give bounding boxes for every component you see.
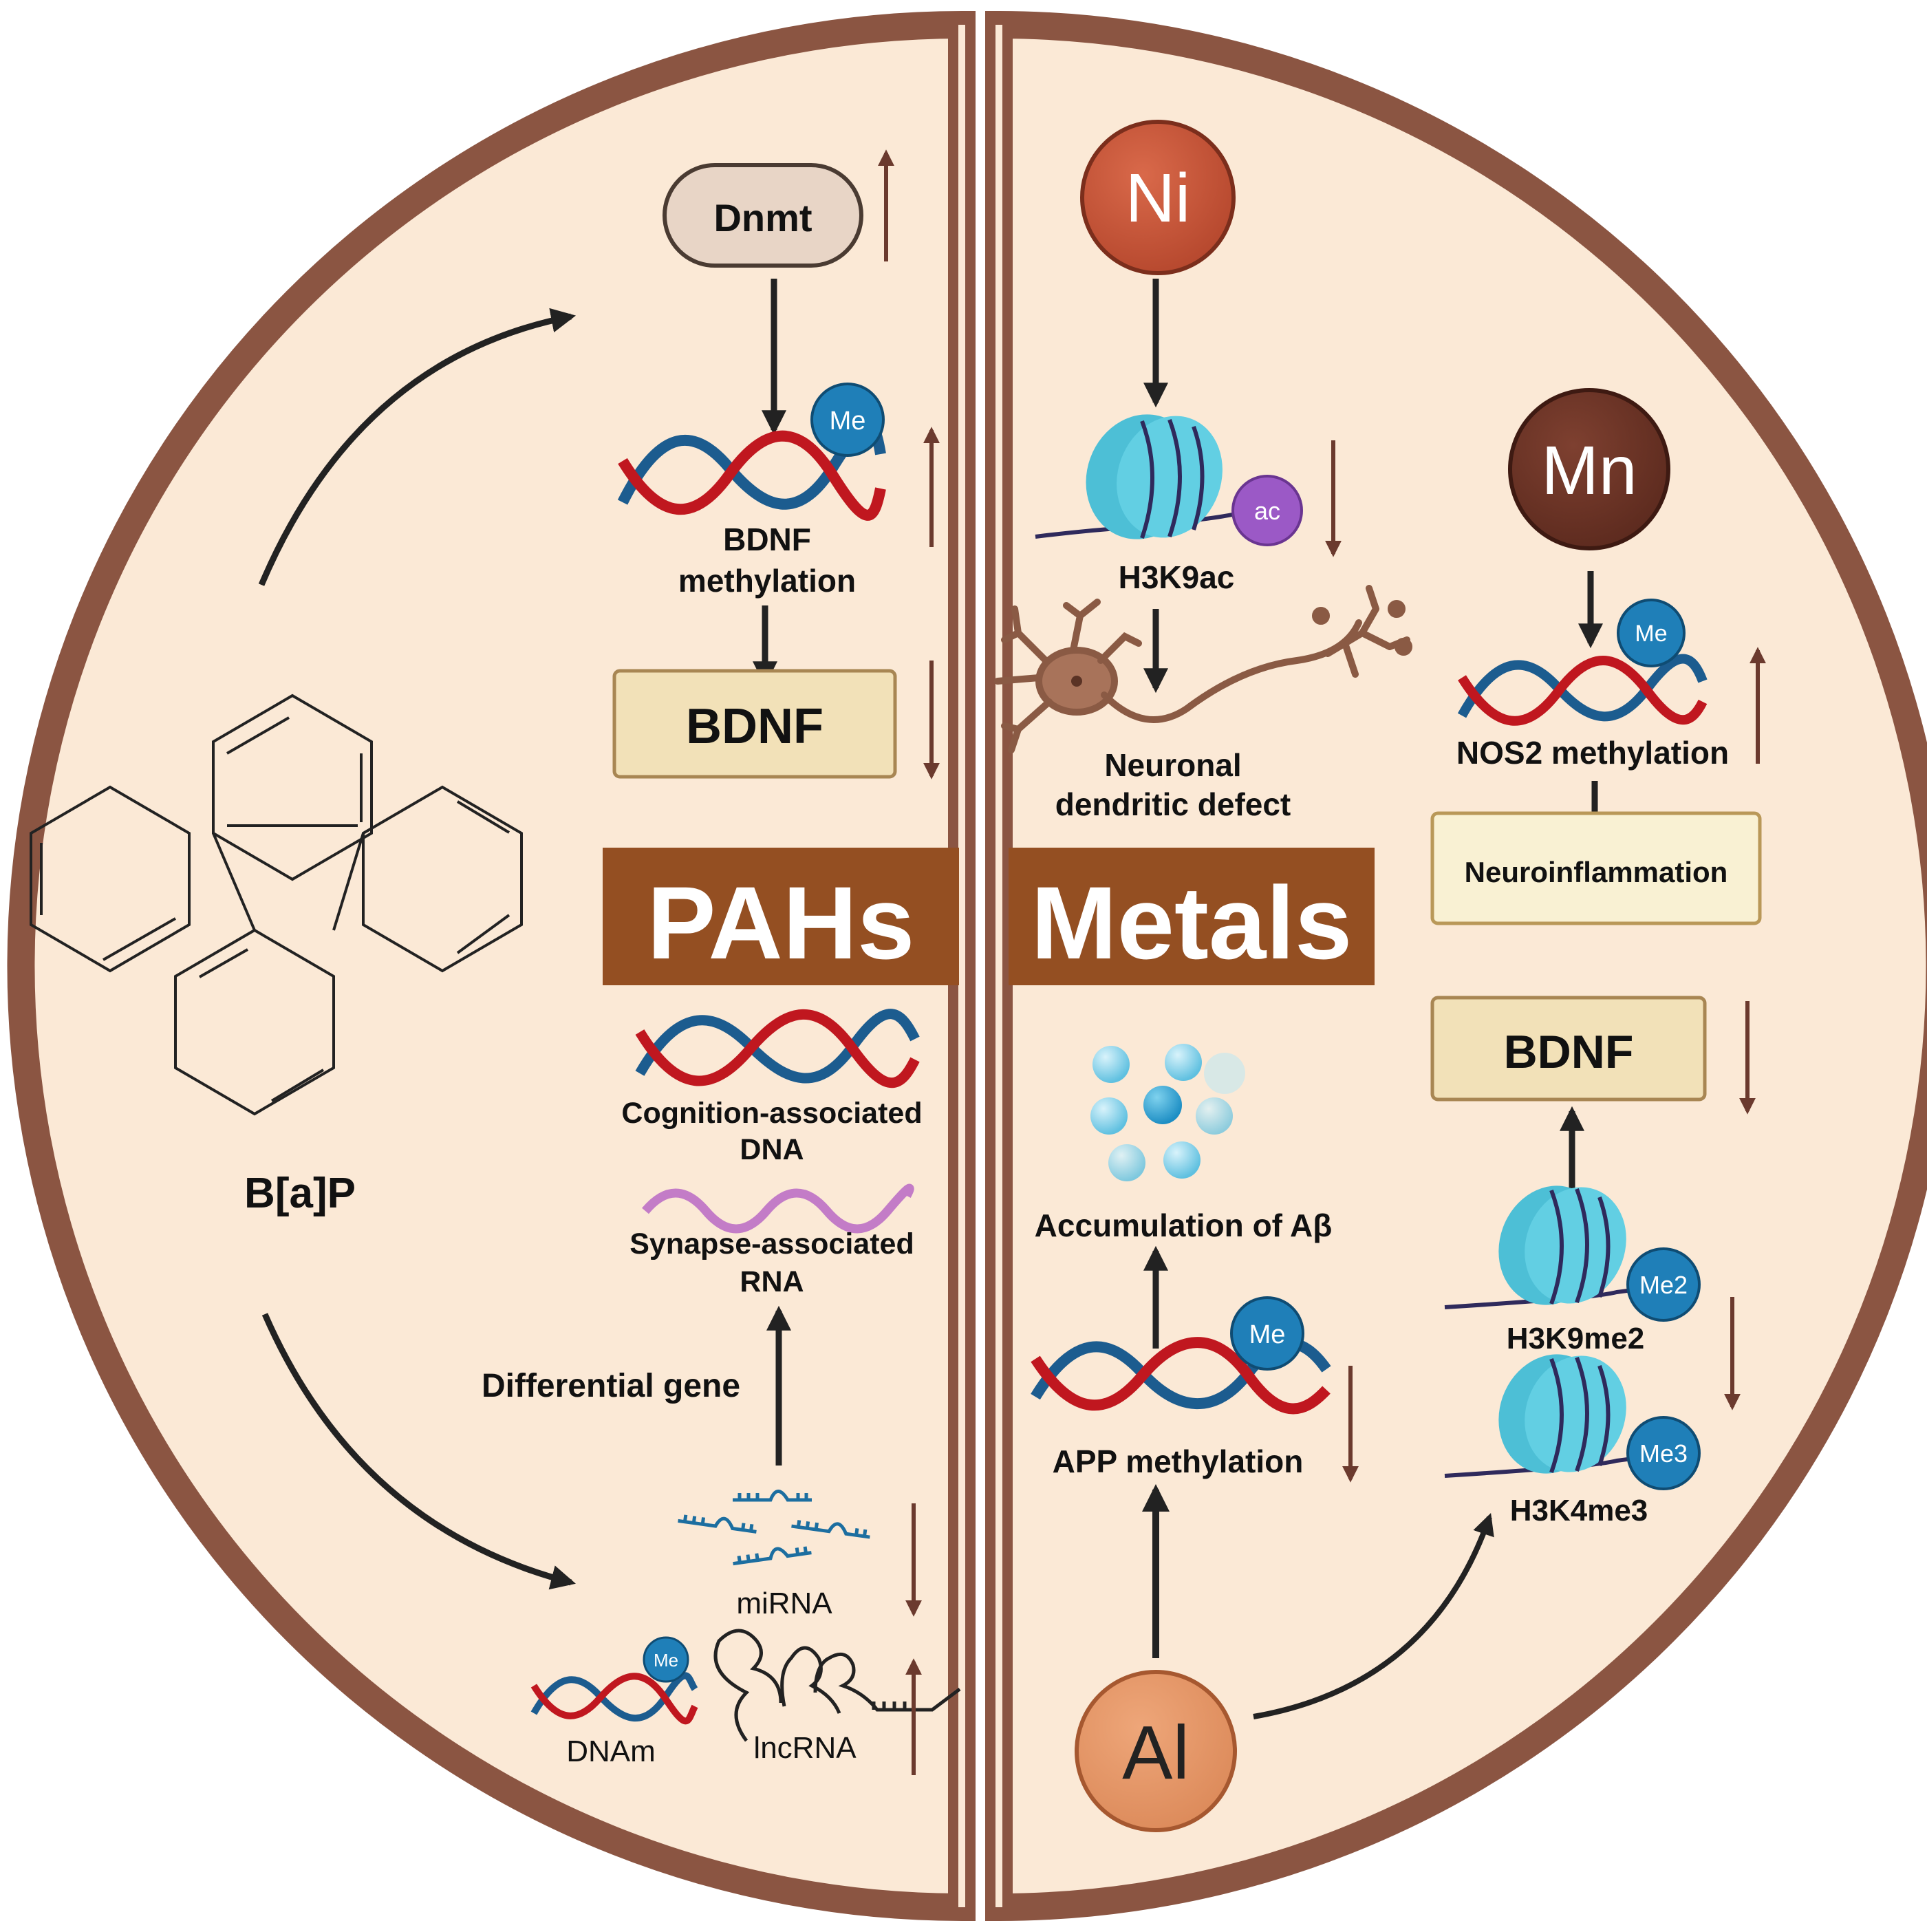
bdnf-meth-label-1: BDNF <box>723 522 811 557</box>
synapse-rna-wave <box>642 1183 914 1234</box>
circle-frame <box>7 10 1927 1922</box>
me3-tag: Me3 <box>1639 1439 1688 1468</box>
cognition-label-1: Cognition-associated <box>621 1097 922 1130</box>
arrow-bap-to-dnmt <box>258 308 577 586</box>
mirna-label: miRNA <box>736 1587 832 1620</box>
nos2-me-ball: Me <box>1617 599 1686 667</box>
diff-gene-label: Differential gene <box>482 1368 740 1404</box>
h3k9me2-label: H3K9me2 <box>1507 1322 1645 1355</box>
dnmt-node: Dnmt <box>663 163 863 268</box>
dnmt-label: Dnmt <box>713 196 812 239</box>
arrow-al-to-h3k4me3 <box>1253 1512 1494 1719</box>
ni-node: Ni <box>1080 120 1236 275</box>
al-label: Al <box>1122 1710 1189 1795</box>
app-label: APP methylation <box>1053 1443 1304 1479</box>
bdnf-box-right: BDNF <box>1430 996 1707 1102</box>
nos2-me-tag: Me <box>1635 621 1667 647</box>
nucleosome-h3k9ac <box>1035 414 1283 539</box>
acetyl-ball: ac <box>1231 475 1303 546</box>
me-tag: Me <box>830 407 866 436</box>
lncrna-icon <box>713 1629 961 1742</box>
h3k9ac-label: H3K9ac <box>1119 559 1235 595</box>
neuroinflammation-label: Neuroinflammation <box>1465 856 1728 888</box>
mn-label: Mn <box>1542 432 1637 509</box>
cognition-label-2: DNA <box>740 1133 804 1166</box>
nucleosome-h3k9me2 <box>1444 1185 1679 1309</box>
neuroinflammation-box: Neuroinflammation <box>1430 811 1762 925</box>
nos2-dna-helix <box>1457 654 1708 726</box>
synapse-label-1: Synapse-associated <box>629 1227 914 1260</box>
h3k4me3-label: H3K4me3 <box>1510 1494 1648 1527</box>
ni-label: Ni <box>1126 160 1190 237</box>
lncrna-label: lncRNA <box>753 1731 857 1765</box>
abeta-label: Accumulation of Aβ <box>1035 1208 1333 1243</box>
app-me-tag: Me <box>1249 1320 1286 1349</box>
abeta-beads <box>1090 1044 1245 1181</box>
bdnf-box-left: BDNF <box>612 669 897 779</box>
dnam-label: DNAm <box>566 1735 656 1768</box>
metals-title: Metals <box>1031 865 1353 980</box>
pahs-banner: PAHs <box>603 848 959 985</box>
bdnf-label-left: BDNF <box>686 699 823 754</box>
cognition-dna-helix <box>635 1009 920 1088</box>
neuronal-label-1: Neuronal <box>1104 747 1241 783</box>
ac-tag: ac <box>1254 497 1280 525</box>
nos2-label: NOS2 methylation <box>1456 735 1729 771</box>
al-node: Al <box>1075 1670 1237 1832</box>
dnam-me-tag: Me <box>654 1650 678 1671</box>
bdnf-label-right: BDNF <box>1504 1026 1634 1078</box>
me-ball: Me <box>810 383 885 457</box>
pahs-title: PAHs <box>647 865 915 980</box>
dnam-me-ball: Me <box>643 1636 689 1683</box>
neuronal-label-2: dendritic defect <box>1055 786 1291 822</box>
nucleosome-h3k4me3 <box>1444 1354 1679 1478</box>
dnam-helix <box>530 1672 698 1725</box>
bap-molecule <box>30 694 523 1116</box>
metals-banner: Metals <box>1009 848 1375 985</box>
app-me-ball: Me <box>1230 1296 1304 1371</box>
bap-label: B[a]P <box>244 1170 356 1217</box>
mn-node: Mn <box>1508 388 1670 550</box>
me3-ball: Me3 <box>1626 1416 1701 1490</box>
mirna-icon <box>678 1490 870 1566</box>
neuron-icon <box>994 585 1412 753</box>
arrow-bap-to-mirna <box>261 1313 576 1590</box>
bdnf-meth-label-2: methylation <box>678 563 856 599</box>
me2-ball: Me2 <box>1626 1247 1701 1322</box>
me2-tag: Me2 <box>1639 1271 1688 1299</box>
synapse-label-2: RNA <box>740 1265 804 1298</box>
